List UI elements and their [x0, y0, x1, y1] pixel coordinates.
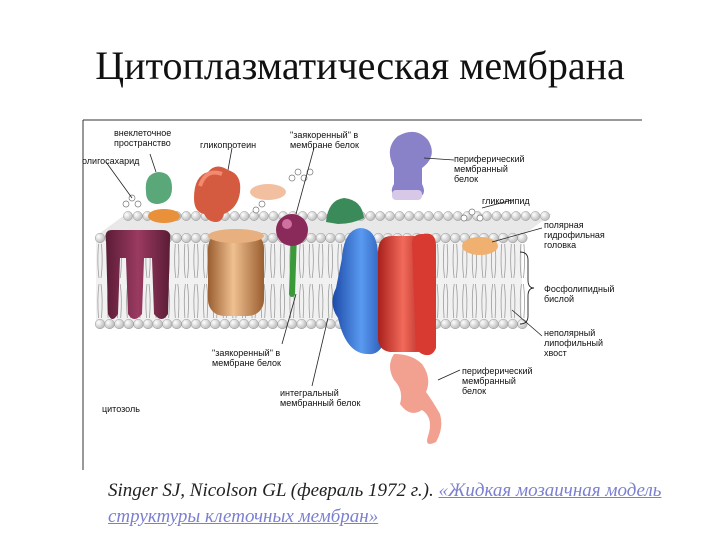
citation: Singer SJ, Nicolson GL (февраль 1972 г.)… [108, 478, 668, 530]
label-glycolipid: гликолипид [482, 196, 530, 206]
label-anchored-protein-bottom: "заякоренный" в мембране белок [212, 348, 281, 368]
citation-link[interactable]: «Жидкая мозаичная модель структуры клето… [108, 480, 662, 527]
label-peripheral-protein-bottom: периферический мембранный белок [462, 366, 533, 396]
label-anchored-protein-top: "заякоренный" в мембране белок [290, 130, 359, 150]
label-cytosol: цитозоль [102, 404, 140, 414]
label-extracellular-space: внеклеточное пространство [114, 128, 172, 148]
label-oligosaccharide: олигосахарид [82, 156, 140, 166]
membrane-diagram: внеклеточное пространство гликопротеин "… [82, 118, 642, 470]
membrane-illustration [82, 119, 642, 470]
label-phospholipid-bilayer: Фосфолипидный бислой [544, 284, 615, 304]
slide-title: Цитоплазматическая мембрана [95, 43, 625, 88]
label-peripheral-protein-top: периферический мембранный белок [454, 154, 525, 184]
label-nonpolar-tail: неполярный липофильный хвост [544, 328, 603, 358]
label-integral-protein: интегральный мембранный белок [280, 388, 361, 408]
label-polar-head: полярная гидрофильная головка [544, 220, 605, 250]
citation-authors: Singer SJ, Nicolson GL (февраль 1972 г.)… [108, 480, 434, 501]
label-glycoprotein: гликопротеин [200, 140, 257, 150]
